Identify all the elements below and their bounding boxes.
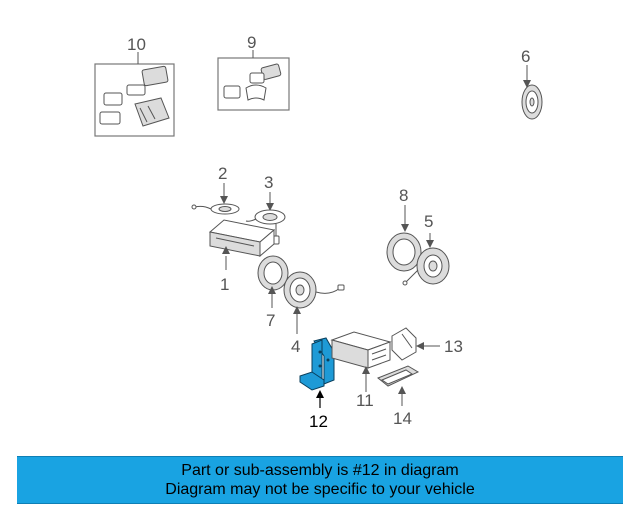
part-1-radio[interactable] bbox=[208, 219, 276, 270]
callout-7: 7 bbox=[266, 311, 275, 330]
callout-3: 3 bbox=[264, 173, 273, 192]
part-11-changer[interactable] bbox=[330, 331, 392, 392]
part-12-bracket[interactable] bbox=[299, 337, 335, 408]
callout-4: 4 bbox=[291, 337, 300, 356]
info-banner: Part or sub-assembly is #12 in diagram D… bbox=[17, 456, 623, 504]
part-2-tweeter[interactable] bbox=[191, 183, 240, 215]
part-9-group[interactable] bbox=[217, 50, 290, 111]
callout-2: 2 bbox=[218, 164, 227, 183]
part-8-ring[interactable] bbox=[386, 205, 422, 272]
part-7-speaker[interactable] bbox=[257, 255, 289, 308]
callout-9: 9 bbox=[247, 33, 256, 52]
callout-10: 10 bbox=[127, 35, 146, 54]
callout-12: 12 bbox=[309, 412, 328, 431]
callout-6: 6 bbox=[521, 47, 530, 66]
part-6-speaker[interactable] bbox=[521, 65, 543, 120]
callout-11: 11 bbox=[356, 391, 374, 410]
callout-14: 14 bbox=[393, 409, 412, 428]
banner-line-2: Diagram may not be specific to your vehi… bbox=[165, 481, 475, 498]
part-10-group[interactable] bbox=[94, 52, 175, 137]
part-14-bezel[interactable] bbox=[377, 365, 420, 406]
part-4-speaker[interactable] bbox=[283, 271, 345, 334]
callout-13: 13 bbox=[444, 337, 463, 356]
banner-line-1: Part or sub-assembly is #12 in diagram bbox=[181, 462, 459, 479]
callout-8: 8 bbox=[399, 186, 408, 205]
part-13-bracket[interactable] bbox=[391, 327, 440, 361]
parts-diagram: 10 9 6 2 3 bbox=[94, 33, 543, 431]
callout-5: 5 bbox=[424, 212, 433, 231]
part-5-speaker[interactable] bbox=[402, 233, 450, 286]
callout-1: 1 bbox=[220, 275, 229, 294]
